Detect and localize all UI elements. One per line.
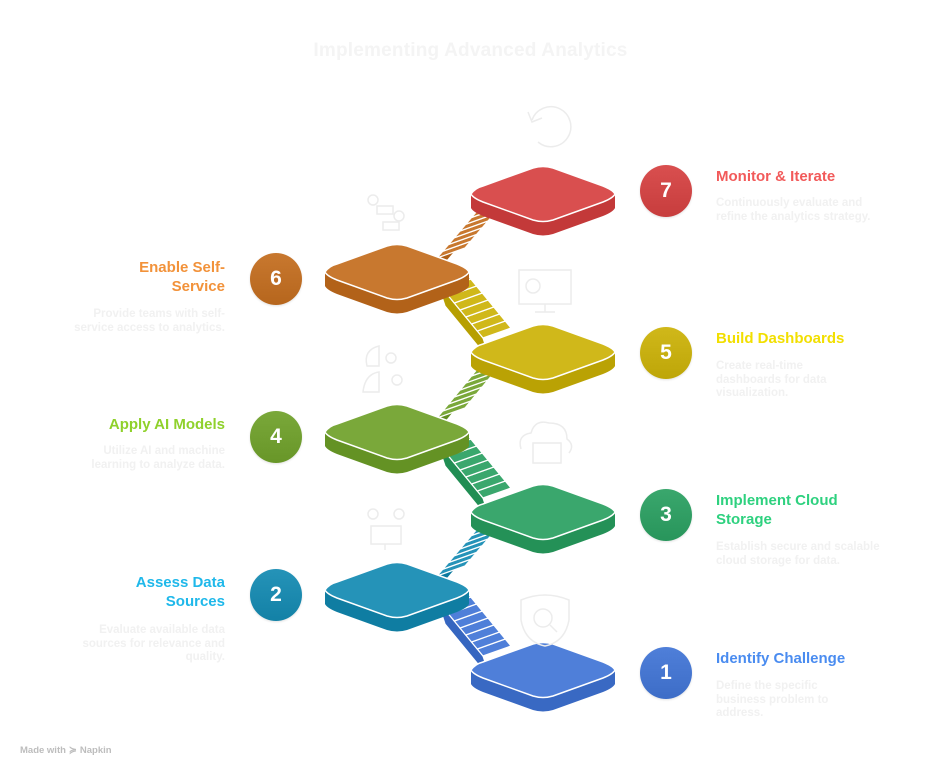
diagram-title: Implementing Advanced Analytics: [313, 40, 628, 61]
footer-prefix: Made with: [20, 745, 66, 756]
footer-brand: Napkin: [79, 745, 112, 756]
step-4-desc: Utilize AI and machine learning to analy…: [91, 445, 225, 471]
step-3-badge: 3: [640, 489, 692, 541]
step-6-title: Enable Self-Service: [139, 259, 225, 295]
step-5-desc: Create real-time dashboards for data vis…: [716, 360, 827, 399]
step-3-title: Implement Cloud Storage: [716, 492, 838, 528]
step-4-badge: 4: [250, 411, 302, 463]
napkin-logo-icon: ≽: [68, 745, 77, 756]
step-2-badge: 2: [250, 569, 302, 621]
users-laptop-icon: [367, 194, 405, 231]
users-monitor-icon: [367, 508, 405, 550]
step-2-title: Assess Data Sources: [135, 574, 225, 610]
dashboard-monitor-icon: [518, 269, 572, 313]
step-3-desc: Establish secure and scalable cloud stor…: [716, 541, 880, 567]
step-5-badge: 5: [640, 327, 692, 379]
landing-7: [470, 165, 616, 236]
step-1-badge: 1: [640, 647, 692, 699]
step-7-title: Monitor & Iterate: [716, 168, 836, 185]
step-6-badge: 6: [250, 253, 302, 305]
step-1-title: Identify Challenge: [716, 650, 846, 667]
step-1-desc: Define the specific business problem to …: [716, 680, 829, 719]
cloud-folder-icon: [519, 421, 573, 464]
landing-4: [324, 403, 470, 474]
refresh-icon: [527, 105, 572, 148]
landing-2: [324, 561, 470, 632]
shield-search-icon: [520, 594, 570, 647]
landing-5: [470, 323, 616, 394]
step-4-title: Apply AI Models: [108, 416, 225, 433]
step-6-desc: Provide teams with self-service access t…: [74, 308, 225, 334]
landing-1: [470, 641, 616, 712]
head-gears-icon: [362, 345, 403, 393]
landing-3: [470, 483, 616, 554]
landing-6: [324, 243, 470, 314]
footer-credit: Made with ≽ Napkin: [20, 745, 112, 756]
step-7-badge: 7: [640, 165, 692, 217]
step-2-desc: Evaluate available data sources for rele…: [82, 624, 225, 663]
step-5-title: Build Dashboards: [716, 330, 845, 347]
step-7-desc: Continuously evaluate and refine the ana…: [716, 197, 871, 223]
